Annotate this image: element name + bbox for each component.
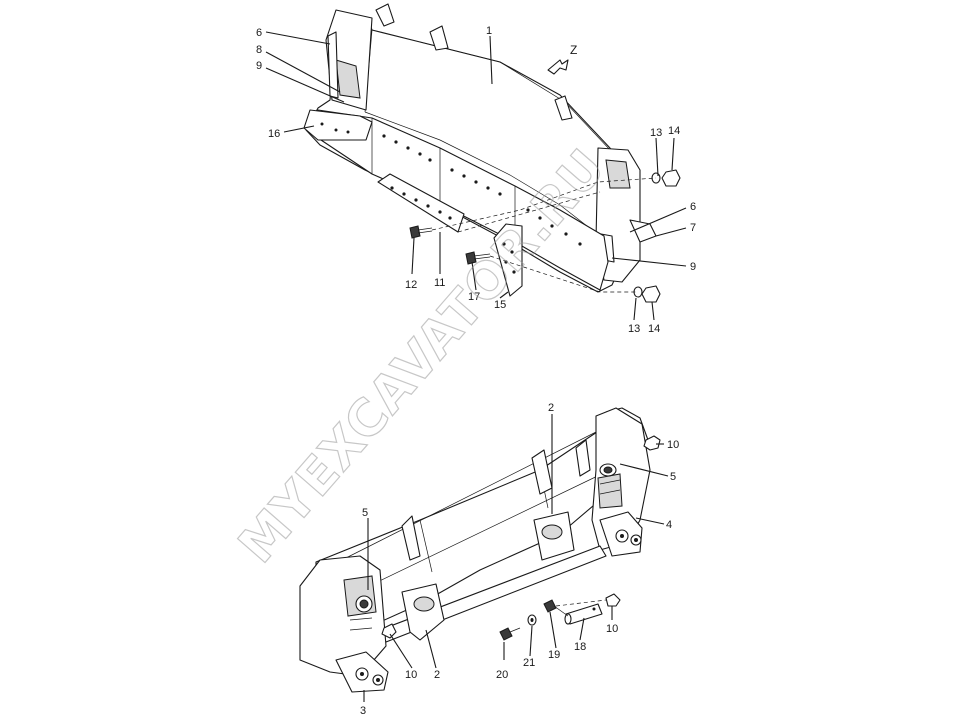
callout-21: 21 bbox=[523, 657, 535, 669]
bottom-callouts: 2 10 5 4 5 10 18 19 21 20 2 10 3 bbox=[360, 402, 679, 717]
callout-9-top-left: 9 bbox=[256, 60, 262, 72]
nut-10-upper bbox=[643, 435, 661, 451]
bottom-leaders bbox=[363, 414, 669, 702]
callout-5-right: 5 bbox=[670, 471, 676, 483]
view-z-label: Z bbox=[570, 43, 577, 57]
callout-13-upper: 13 bbox=[650, 127, 662, 139]
callout-7: 7 bbox=[690, 222, 696, 234]
lower-bracket bbox=[401, 583, 445, 641]
washer-21 bbox=[527, 614, 537, 626]
cutting-edge-piece bbox=[377, 173, 465, 233]
callout-12: 12 bbox=[405, 279, 417, 291]
callout-20: 20 bbox=[496, 669, 508, 681]
nut-washer-lower bbox=[633, 285, 661, 303]
frame-assembly bbox=[299, 407, 661, 693]
callout-9-right: 9 bbox=[690, 261, 696, 273]
callout-8: 8 bbox=[256, 44, 262, 56]
callout-10-right: 10 bbox=[606, 623, 618, 635]
top-leaders bbox=[265, 31, 687, 321]
top-callouts: 1 6 8 9 16 13 14 6 7 9 12 11 17 15 13 14… bbox=[256, 25, 696, 335]
callout-5-left: 5 bbox=[362, 507, 368, 519]
callout-16: 16 bbox=[268, 128, 280, 140]
callout-13-lower: 13 bbox=[628, 323, 640, 335]
callout-14-lower: 14 bbox=[648, 323, 660, 335]
callout-2-bottom: 2 bbox=[434, 669, 440, 681]
nut-10-lower-left bbox=[381, 623, 397, 639]
callout-18: 18 bbox=[574, 641, 586, 653]
bolt-19 bbox=[543, 599, 569, 617]
callout-14-upper: 14 bbox=[668, 125, 680, 137]
callout-10-upper: 10 bbox=[667, 439, 679, 451]
callout-17: 17 bbox=[468, 291, 480, 303]
pin-18 bbox=[564, 603, 603, 625]
callout-6-top-left: 6 bbox=[256, 27, 262, 39]
callout-6-right: 6 bbox=[690, 201, 696, 213]
callout-3: 3 bbox=[360, 705, 366, 717]
bolt-20 bbox=[499, 627, 521, 641]
bolt-12 bbox=[409, 225, 433, 239]
end-bit-right bbox=[493, 223, 523, 297]
nut-washer-upper bbox=[651, 169, 681, 187]
blade-assembly bbox=[303, 3, 681, 303]
callout-15: 15 bbox=[494, 299, 506, 311]
callout-11: 11 bbox=[434, 277, 445, 289]
callout-19: 19 bbox=[548, 649, 560, 661]
view-z-arrow bbox=[547, 59, 569, 75]
callout-2-top: 2 bbox=[548, 402, 554, 414]
nut-10-right bbox=[605, 593, 621, 607]
callout-10-left: 10 bbox=[405, 669, 417, 681]
callout-1: 1 bbox=[486, 25, 492, 37]
callout-4: 4 bbox=[666, 519, 672, 531]
bolt-17 bbox=[465, 251, 491, 265]
